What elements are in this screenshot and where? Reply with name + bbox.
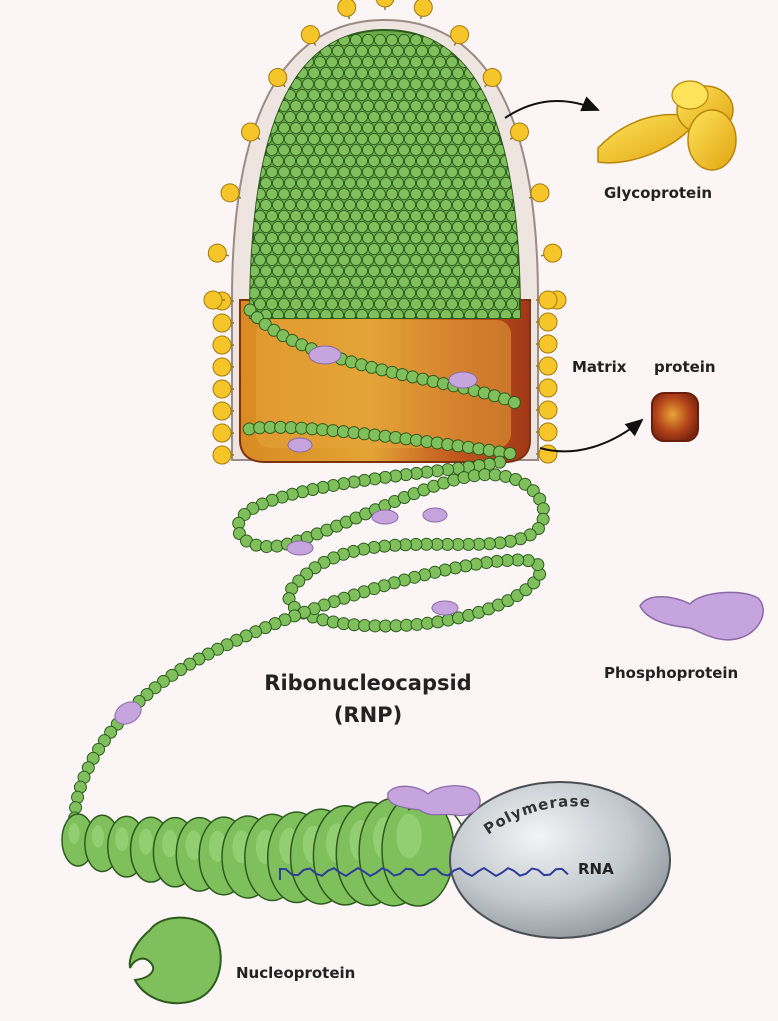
rna-label: RNA xyxy=(578,860,614,878)
rnp-abbrev: (RNP) xyxy=(238,700,498,730)
nucleoprotein-tail xyxy=(62,794,464,906)
matrix-label: Matrix xyxy=(572,358,626,376)
matrix-protein-label: protein xyxy=(654,358,716,376)
phosphoprotein-label: Phosphoprotein xyxy=(604,664,738,682)
glycoprotein-label: Glycoprotein xyxy=(604,184,712,202)
phosphoprotein-illustration xyxy=(640,592,763,640)
glycoprotein-arrow xyxy=(505,101,598,118)
matrix-protein-illustration xyxy=(652,393,698,441)
rnp-title: Ribonucleocapsid xyxy=(238,668,498,698)
glycoprotein-illustration xyxy=(598,81,736,170)
nucleoprotein-illustration xyxy=(130,918,221,1004)
nucleoprotein-label: Nucleoprotein xyxy=(236,964,355,982)
